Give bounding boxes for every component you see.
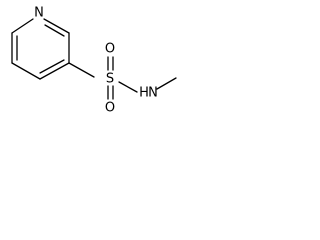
atom-label-amide-nitrogen: N bbox=[148, 86, 158, 101]
ring-double-bond-c3-c4 bbox=[39, 59, 65, 74]
ring-bond-c3-c4 bbox=[39, 62, 70, 80]
ring-bond-c4-c5 bbox=[11, 62, 41, 80]
bond-ring-to-sulfur bbox=[68, 62, 95, 78]
bond-s-n bbox=[118, 81, 138, 93]
molecule-structure: N S O O H N bbox=[11, 6, 177, 116]
pyridine-ring bbox=[11, 18, 70, 80]
ring-bond-c6-n1 bbox=[11, 18, 34, 34]
ring-bond-n1-c2 bbox=[43, 18, 70, 34]
atom-label-oxygen-top: O bbox=[105, 42, 115, 57]
bond-n-methyl bbox=[156, 77, 177, 90]
atom-label-amide-hydrogen: H bbox=[139, 86, 149, 101]
structure-canvas: N S O O H N bbox=[0, 0, 182, 132]
atom-label-oxygen-bottom: O bbox=[105, 101, 115, 116]
atom-label-sulfur: S bbox=[106, 72, 114, 87]
atom-label-ring-nitrogen: N bbox=[34, 6, 44, 21]
sulfonyl-bonds bbox=[107, 56, 114, 100]
ring-double-bond-n1-c2 bbox=[44, 24, 65, 37]
